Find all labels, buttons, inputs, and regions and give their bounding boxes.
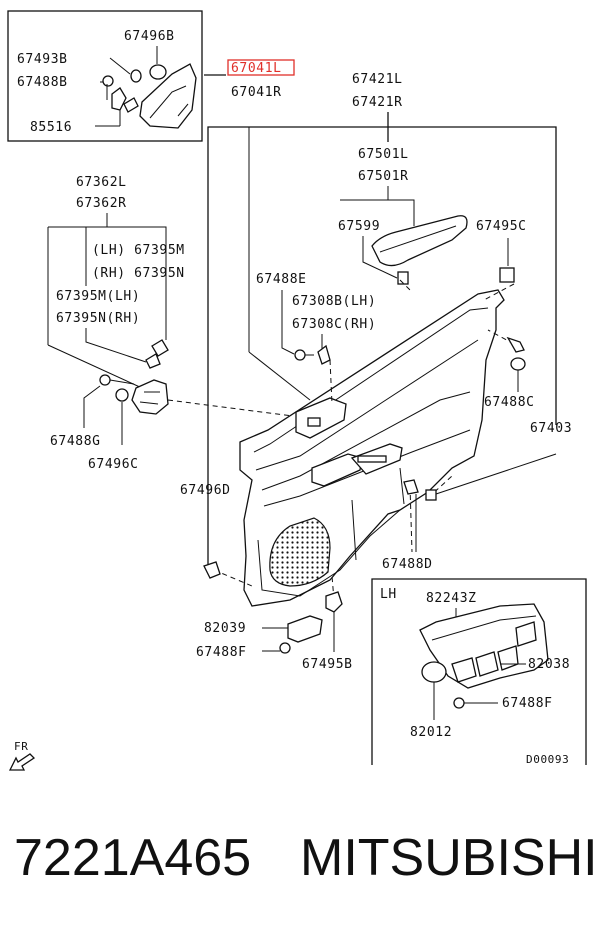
- window-switch-bezel: [295, 397, 347, 439]
- screw-67488G: [99, 374, 111, 386]
- callout-67395M-b: 67395M(LH): [56, 289, 140, 304]
- cover-67308: [317, 344, 331, 365]
- part-number: 7221A465: [14, 829, 252, 887]
- callout-67395N-rh: (RH) 67395N: [92, 266, 185, 281]
- inside-handle-bracket-67362: [131, 379, 169, 415]
- callout-67308C: 67308C(RH): [292, 317, 376, 332]
- callout-67308B: 67308B(LH): [292, 294, 376, 309]
- callout-85516: 85516: [30, 120, 72, 135]
- clip-67496C: [115, 388, 129, 402]
- callout-67496C: 67496C: [88, 457, 139, 472]
- front-arrow-icon: [8, 753, 36, 771]
- armrest-pad-67599: [371, 215, 468, 267]
- callout-67495B: 67495B: [302, 657, 353, 672]
- diagram-code: D00093: [526, 753, 569, 766]
- callout-67501L: 67501L: [358, 147, 409, 162]
- screw-67488F-lh: [453, 697, 465, 709]
- highlight-box-67041L: [227, 59, 295, 76]
- door-trim-parts-diagram: 67496B 67493B 67488B 85516 67041L 67041R…: [7, 10, 587, 771]
- callout-67403: 67403: [530, 421, 572, 436]
- callout-67395N-b: 67395N(RH): [56, 311, 140, 326]
- clip-67495C: [499, 267, 515, 283]
- callout-67496D: 67496D: [180, 483, 231, 498]
- callout-67495C: 67495C: [476, 219, 527, 234]
- callout-67493B: 67493B: [17, 52, 68, 67]
- callout-82012: 82012: [410, 725, 452, 740]
- speaker-grille: [269, 517, 331, 587]
- clip-67495B: [325, 591, 343, 613]
- screw-67488B: [102, 75, 114, 87]
- fr-label: FR: [14, 740, 28, 753]
- callout-82243Z: 82243Z: [426, 591, 477, 606]
- bracket-85516: [111, 87, 127, 111]
- callout-67488B: 67488B: [17, 75, 68, 90]
- cap-67496B: [149, 64, 167, 80]
- callout-67488E: 67488E: [256, 272, 307, 287]
- callout-67488G: 67488G: [50, 434, 101, 449]
- clip-67395: [151, 339, 169, 357]
- screw-67488C: [506, 336, 525, 353]
- callout-82038: 82038: [528, 657, 570, 672]
- callout-67501R: 67501R: [358, 169, 409, 184]
- callout-67496B: 67496B: [124, 29, 175, 44]
- callout-67041R: 67041R: [231, 85, 282, 100]
- clip-67493B: [130, 69, 142, 83]
- callout-67362R: 67362R: [76, 196, 127, 211]
- callout-67362L: 67362L: [76, 175, 127, 190]
- screw-67488D: [403, 479, 419, 495]
- screw-67488F-main: [279, 642, 291, 654]
- tab-67599: [397, 271, 409, 285]
- clip-67496D: [203, 561, 221, 579]
- callout-82039: 82039: [204, 621, 246, 636]
- callout-67421R: 67421R: [352, 95, 403, 110]
- callout-67488F-lh: 67488F: [502, 696, 553, 711]
- callout-67488C: 67488C: [484, 395, 535, 410]
- callout-67421L: 67421L: [352, 72, 403, 87]
- callout-67395M-lh: (LH) 67395M: [92, 243, 185, 258]
- mirror-garnish-inset-box: [7, 10, 203, 142]
- brand-name: MITSUBISHI: [300, 829, 598, 887]
- callout-67488F-main: 67488F: [196, 645, 247, 660]
- screw-67488E: [294, 349, 306, 361]
- connector-82039: [287, 615, 323, 643]
- lh-inset-label: LH: [380, 587, 397, 602]
- clip-67488C: [510, 357, 526, 371]
- lh-inset-frame: [371, 578, 587, 765]
- callout-67041L: 67041L: [231, 61, 282, 76]
- callout-67599: 67599: [338, 219, 380, 234]
- callout-67488D: 67488D: [382, 557, 433, 572]
- knob-82012: [421, 661, 447, 683]
- clip-67403: [425, 489, 437, 501]
- part-caption: 7221A465 MITSUBISHI: [0, 828, 600, 918]
